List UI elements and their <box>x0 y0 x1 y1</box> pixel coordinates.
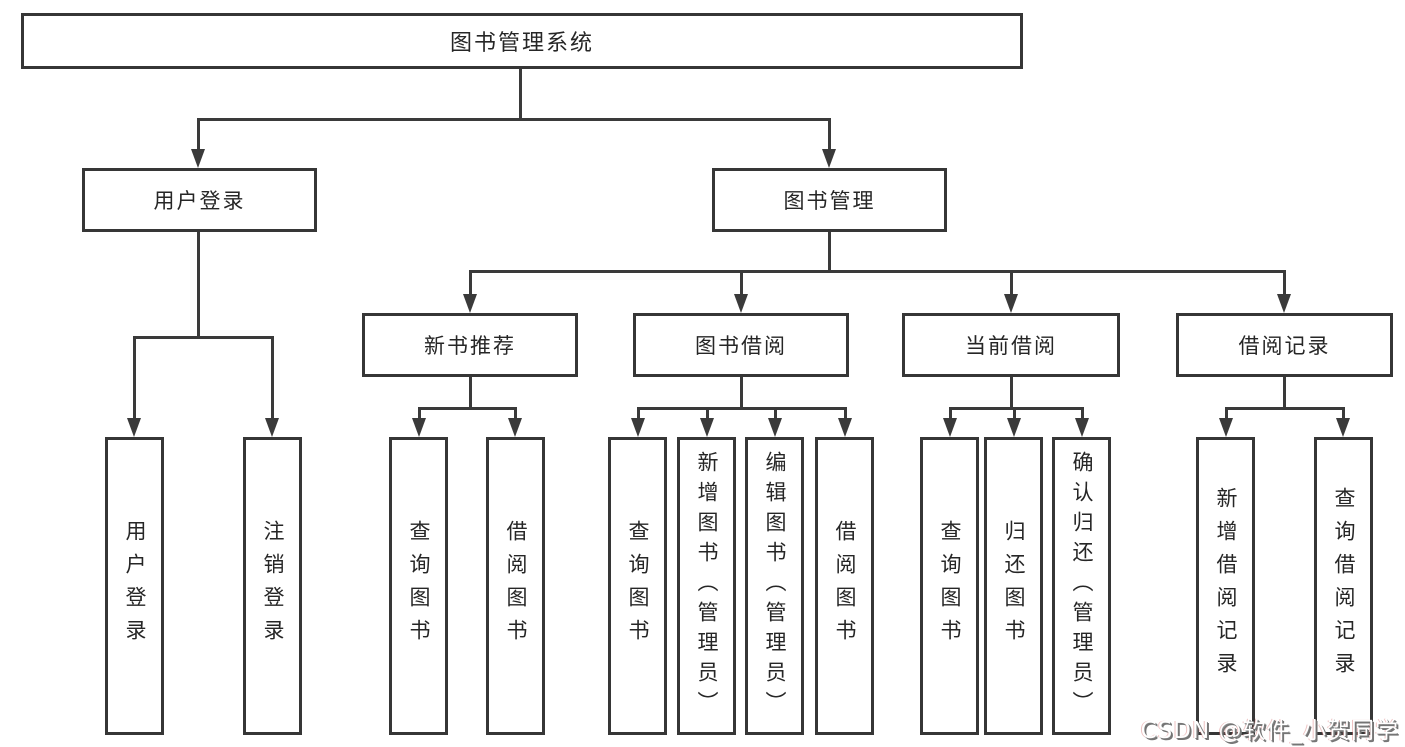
leaf-edit-books-admin: 编辑图书（管理员） <box>745 437 804 735</box>
leaf-query-borrow-record: 查询借阅记录 <box>1314 437 1373 735</box>
node-label: 图书借阅 <box>695 334 787 358</box>
connector-borrowing-records-branch <box>1225 407 1345 410</box>
connector-root-branch <box>197 118 831 121</box>
node-label: 图书管理 <box>783 189 876 213</box>
connector-to-add-books-admin <box>706 407 709 420</box>
connector-to-query-books-3 <box>949 407 952 420</box>
connector-to-new-book-recommend <box>469 270 472 296</box>
arrowhead-borrow-books-2 <box>838 418 852 437</box>
node-label: 图书管理系统 <box>449 31 594 56</box>
node-label: 当前借阅 <box>965 334 1057 358</box>
leaf-add-borrow-record: 新增借阅记录 <box>1196 437 1255 735</box>
arrowhead-return-books <box>1007 418 1021 437</box>
connector-to-confirm-return <box>1081 407 1084 420</box>
connector-book-borrowing-branch <box>637 407 846 410</box>
arrowhead-borrow-books-1 <box>508 418 522 437</box>
arrowhead-edit-books-admin <box>768 418 782 437</box>
arrowhead-new-book-recommend <box>463 294 477 313</box>
node-user-login: 用户登录 <box>82 168 317 232</box>
connector-root-trunk <box>519 69 522 118</box>
connector-borrowing-records-trunk <box>1283 377 1286 410</box>
connector-to-add-borrow-record <box>1225 407 1228 420</box>
connector-to-query-borrow-record <box>1342 407 1345 420</box>
leaf-borrow-books-1: 借阅图书 <box>486 437 545 735</box>
arrowhead-borrowing-records <box>1277 294 1291 313</box>
connector-to-return-books <box>1013 407 1016 420</box>
arrowhead-book-management <box>822 149 836 168</box>
leaf-user-login-action: 用户登录 <box>105 437 164 735</box>
arrowhead-query-borrow-record <box>1336 418 1350 437</box>
csdn-watermark: CSDN @软件_小贺同学 <box>1140 718 1399 744</box>
node-current-borrowing: 当前借阅 <box>902 313 1120 377</box>
leaf-return-books: 归还图书 <box>984 437 1043 735</box>
arrowhead-query-books-3 <box>943 418 957 437</box>
connector-to-user-login <box>197 118 200 151</box>
connector-to-edit-books-admin <box>774 407 777 420</box>
node-label: 新书推荐 <box>424 334 516 358</box>
connector-to-book-management <box>828 118 831 151</box>
node-book-borrowing: 图书借阅 <box>633 313 849 377</box>
leaf-query-books-3: 查询图书 <box>920 437 979 735</box>
connector-to-borrow-books-2 <box>844 407 847 420</box>
node-book-management: 图书管理 <box>712 168 947 232</box>
connector-to-user-login-action <box>133 336 136 420</box>
connector-user-login-trunk <box>197 232 200 339</box>
leaf-query-books-1: 查询图书 <box>389 437 448 735</box>
connector-book-borrowing-trunk <box>740 377 743 410</box>
connector-to-borrowing-records <box>1283 270 1286 296</box>
connector-to-borrow-books-1 <box>514 407 517 420</box>
leaf-logout-action: 注销登录 <box>243 437 302 735</box>
arrowhead-query-books-1 <box>412 418 426 437</box>
node-root-library-management-system: 图书管理系统 <box>21 13 1023 69</box>
connector-user-login-branch <box>133 336 274 339</box>
connector-to-book-borrowing <box>740 270 743 296</box>
connector-book-management-trunk <box>828 232 831 272</box>
arrowhead-book-borrowing <box>734 294 748 313</box>
connector-to-current-borrowing <box>1010 270 1013 296</box>
arrowhead-logout-action <box>265 418 279 437</box>
arrowhead-query-books-2 <box>631 418 645 437</box>
node-label: 借阅记录 <box>1238 334 1331 358</box>
leaf-borrow-books-2: 借阅图书 <box>815 437 874 735</box>
connector-to-query-books-1 <box>418 407 421 420</box>
connector-to-query-books-2 <box>637 407 640 420</box>
connector-new-book-trunk <box>469 377 472 410</box>
leaf-query-books-2: 查询图书 <box>608 437 667 735</box>
arrowhead-add-borrow-record <box>1219 418 1233 437</box>
connector-new-book-branch <box>418 407 517 410</box>
node-new-book-recommend: 新书推荐 <box>362 313 578 377</box>
node-label: 用户登录 <box>153 189 246 213</box>
arrowhead-confirm-return <box>1075 418 1089 437</box>
connector-current-borrowing-trunk <box>1010 377 1013 410</box>
arrowhead-add-books-admin <box>700 418 714 437</box>
node-borrowing-records: 借阅记录 <box>1176 313 1393 377</box>
leaf-confirm-return-admin: 确认归还（管理员） <box>1052 437 1111 735</box>
connector-book-management-branch <box>469 270 1286 273</box>
arrowhead-user-login-action <box>127 418 141 437</box>
leaf-add-books-admin: 新增图书（管理员） <box>677 437 736 735</box>
arrowhead-user-login <box>191 149 205 168</box>
arrowhead-current-borrowing <box>1004 294 1018 313</box>
connector-to-logout-action <box>271 336 274 420</box>
connector-current-borrowing-branch <box>949 407 1084 410</box>
